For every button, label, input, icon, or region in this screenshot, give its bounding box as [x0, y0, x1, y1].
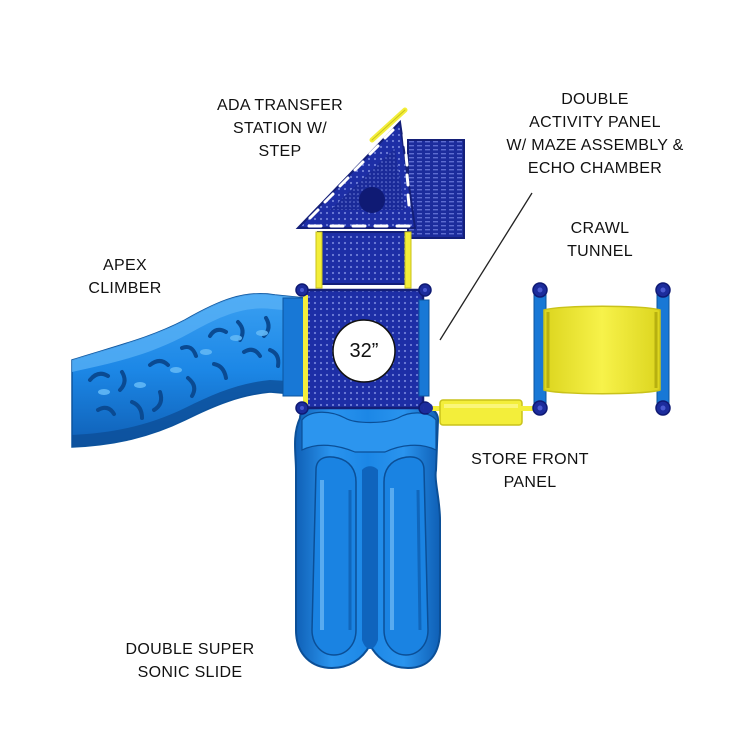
label-ada-transfer-station: ADA TRANSFER STATION W/ STEP — [195, 94, 365, 163]
label-line: DOUBLE SUPER — [125, 641, 255, 658]
label-line: ACTIVITY PANEL — [529, 114, 661, 131]
double-super-sonic-slide — [294, 404, 441, 670]
label-line: DOUBLE — [561, 91, 629, 108]
label-crawl-tunnel: CRAWL TUNNEL — [540, 217, 660, 263]
apex-climber — [71, 293, 306, 448]
deck-size-badge — [332, 319, 396, 383]
ada-transfer-station — [295, 107, 465, 289]
label-double-super-sonic-slide: DOUBLE SUPER SONIC SLIDE — [105, 638, 275, 684]
crawl-tunnel — [532, 282, 671, 416]
activity-panel-leader-line — [439, 192, 533, 341]
label-line: STATION W/ — [233, 120, 327, 137]
label-line: TUNNEL — [567, 243, 633, 260]
label-line: CRAWL — [570, 220, 630, 237]
label-line: ADA TRANSFER — [217, 97, 343, 114]
label-line: CLIMBER — [88, 280, 162, 297]
label-apex-climber: APEX CLIMBER — [70, 254, 180, 300]
label-line: APEX — [103, 257, 147, 274]
label-line: ECHO CHAMBER — [527, 160, 663, 177]
store-front-panel — [423, 399, 542, 426]
label-store-front-panel: STORE FRONT PANEL — [450, 448, 610, 494]
deck-size-label: 32” — [349, 340, 379, 362]
label-line: SONIC SLIDE — [137, 664, 243, 681]
label-line: PANEL — [503, 474, 557, 491]
label-line: STEP — [258, 143, 302, 160]
label-double-activity-panel: DOUBLE ACTIVITY PANEL W/ MAZE ASSEMBLY &… — [470, 88, 720, 180]
deck — [295, 283, 432, 415]
label-line: STORE FRONT — [471, 451, 589, 468]
label-line: W/ MAZE ASSEMBLY & — [506, 137, 684, 154]
